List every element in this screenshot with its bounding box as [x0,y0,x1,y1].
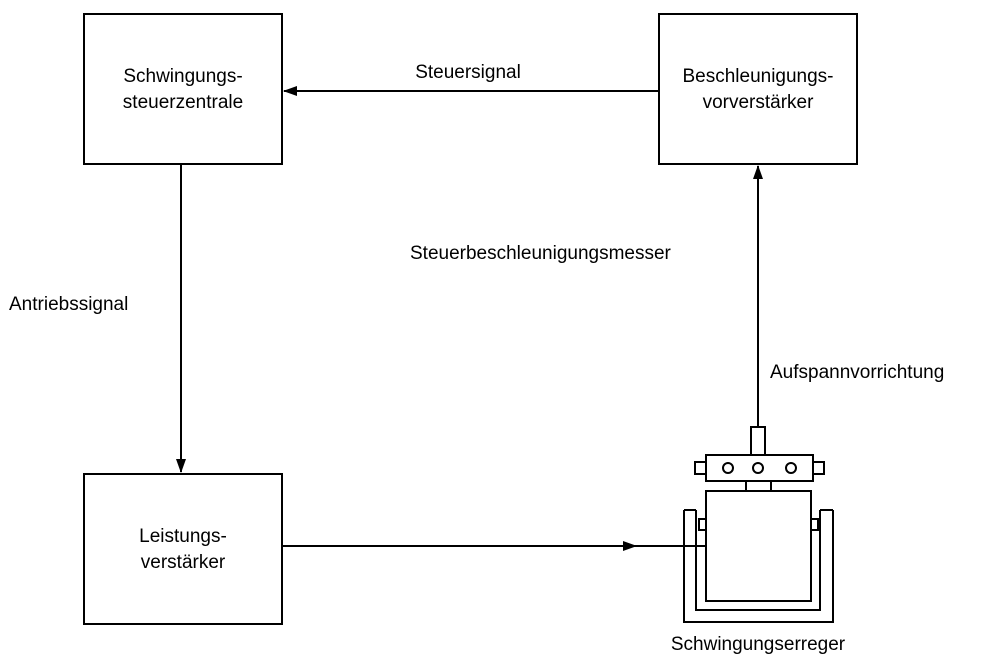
control-center-label-line1: Schwingungs- [123,66,242,87]
fixture-bar [694,454,825,491]
control-center-label-line2: steuerzentrale [123,92,243,113]
power-amplifier-label-line2: verstärker [141,552,226,573]
shaker-body [683,490,834,623]
accelerometer-sensor [750,426,766,456]
fixture-bolt-left [722,462,734,474]
fixture-label: Aufspannvorrichtung [770,362,944,383]
control-signal-label: Steuersignal [415,62,521,83]
control-accelerometer-label: Steuerbeschleunigungsmesser [410,243,672,264]
drive-signal-label: Antriebssignal [9,294,128,315]
fixture-bolt-center [752,462,764,474]
power-amplifier-box: Leistungs- verstärker [83,473,283,625]
preamplifier-box: Beschleunigungs- vorverstärker [658,13,858,165]
fixture-bolt-right [785,462,797,474]
shaker-label: Schwingungserreger [671,634,846,655]
control-center-box: Schwingungs- steuerzentrale [83,13,283,165]
preamplifier-label-line2: vorverstärker [703,92,815,113]
preamplifier-label-line1: Beschleunigungs- [682,66,833,87]
power-amplifier-label-line1: Leistungs- [139,526,227,547]
